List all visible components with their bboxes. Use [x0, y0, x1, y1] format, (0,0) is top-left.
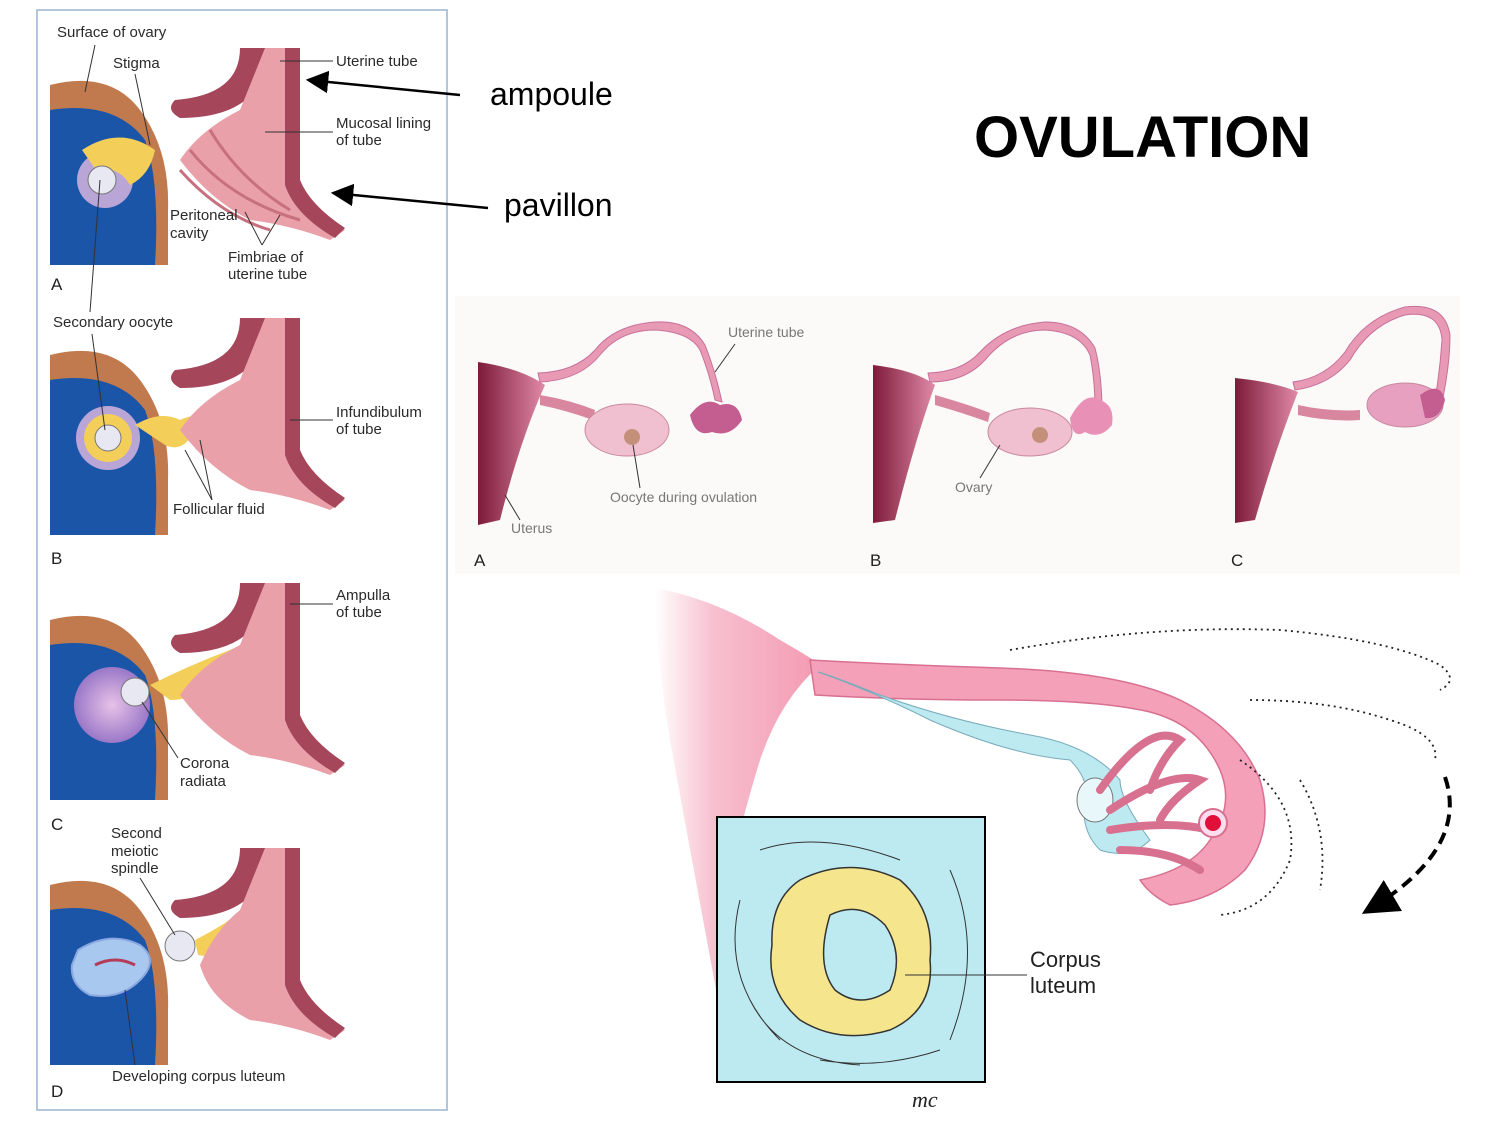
label-ovary: Ovary [955, 479, 992, 495]
oocyte-b [94, 424, 122, 452]
panel-b: Secondary oocyte Infundibulum of tube Fo… [50, 179, 422, 568]
label-peritoneal-2: cavity [170, 225, 209, 242]
corpus-luteum-lumen [822, 908, 898, 1001]
label-peritoneal-1: Peritoneal [170, 207, 238, 224]
label-fimbriae-1: Fimbriae of [228, 249, 304, 266]
tube-bend-d [171, 848, 270, 918]
tube-mucosa-c [180, 583, 345, 775]
label-corpus-luteum-2: luteum [1030, 973, 1096, 998]
uterus-b [873, 365, 935, 523]
movement-arrow [1361, 776, 1452, 914]
ampoule-arrow [305, 70, 461, 97]
stigma-bulge [82, 137, 155, 185]
label-fimbriae-2: uterine tube [228, 266, 307, 283]
stage-letter-a: A [474, 551, 486, 570]
label-infundibulum-1: Infundibulum [336, 404, 422, 421]
top-right-figure: Uterine tube Uterus Oocyte during ovulat… [455, 296, 1460, 574]
label-uterus: Uterus [511, 520, 552, 536]
annotation-pavillon: pavillon [504, 187, 613, 223]
stage-a: Uterine tube Uterus Oocyte during ovulat… [474, 321, 804, 570]
tube-wall-a [285, 48, 345, 238]
label-second-spindle-2: meiotic [111, 843, 159, 860]
oocyte-c [120, 677, 150, 707]
label-mucosal-lining-1: Mucosal lining [336, 115, 431, 132]
label-surface-of-ovary: Surface of ovary [57, 24, 167, 41]
panel-letter-a: A [51, 275, 63, 294]
label-oocyte-during-ovulation: Oocyte during ovulation [610, 489, 757, 505]
label-uterine-tube-a: Uterine tube [336, 53, 418, 70]
label-corona-1: Corona [180, 755, 230, 772]
corpus-luteum-d [70, 937, 151, 997]
oocyte-b-small [1032, 427, 1048, 443]
fimbriae-b-small [1070, 397, 1113, 435]
fimbriae-a-small [690, 401, 742, 434]
tube-bend-a [171, 48, 270, 118]
ovary-a-small [584, 403, 670, 457]
uterus-a [478, 362, 545, 525]
annotations: ampoule pavillon OVULATION [305, 70, 1311, 223]
panel-c: Ampulla of tube Corona radiata C [50, 583, 391, 834]
label-follicular-fluid: Follicular fluid [173, 501, 265, 518]
panel-d: Second meiotic spindle Developing corpus… [50, 825, 345, 1101]
annotation-ampoule: ampoule [490, 76, 613, 112]
label-mucosal-lining-2: of tube [336, 132, 382, 149]
stage-letter-b: B [870, 551, 881, 570]
tube-mucosa-d [200, 848, 345, 1040]
stage-letter-c: C [1231, 551, 1243, 570]
uterine-tube-large [809, 659, 1266, 906]
label-developing-corpus-luteum: Developing corpus luteum [112, 1068, 285, 1085]
pavillon-arrow [330, 183, 489, 210]
panel-letter-b: B [51, 549, 62, 568]
fimbriae-c-small [1420, 388, 1445, 419]
left-figure: Surface of ovary Stigma Uterine tube Muc… [36, 9, 448, 1111]
label-second-spindle-3: spindle [111, 860, 159, 877]
label-ampulla-2: of tube [336, 604, 382, 621]
label-uterine-tube-top: Uterine tube [728, 324, 804, 340]
slide-title: OVULATION [974, 105, 1311, 170]
tube-wall-c [285, 583, 345, 773]
label-ampulla-1: Ampulla [336, 587, 391, 604]
oocyte-a-small [624, 429, 640, 445]
label-corona-2: radiata [180, 773, 227, 790]
panel-a: Surface of ovary Stigma Uterine tube Muc… [50, 24, 431, 294]
label-secondary-oocyte: Secondary oocyte [53, 314, 173, 331]
tube-mucosa-a [180, 48, 345, 240]
uterus-c [1235, 378, 1298, 523]
fimbriae-large [1096, 731, 1214, 874]
tube-wall-b [285, 318, 345, 508]
tube-mucosa-b [180, 318, 345, 510]
label-infundibulum-2: of tube [336, 421, 382, 438]
stage-c: C [1231, 305, 1451, 570]
stage-b: Ovary B [870, 321, 1113, 570]
ovary-b-small [987, 407, 1073, 457]
oocyte-a [87, 165, 117, 195]
bottom-right-figure: Corpus luteum mc [655, 588, 1452, 1112]
oocyte-nucleus [1205, 815, 1221, 831]
tube-bend-c [171, 583, 270, 653]
fimbriae-a [178, 129, 301, 232]
label-corpus-luteum-1: Corpus [1030, 947, 1101, 972]
label-second-spindle-1: Second [111, 825, 162, 842]
artist-signature: mc [912, 1087, 938, 1112]
panel-letter-d: D [51, 1082, 63, 1101]
label-stigma: Stigma [113, 55, 160, 72]
tube-bend-b [171, 318, 270, 388]
tube-wall-d [285, 848, 345, 1038]
oocyte-d [164, 930, 196, 962]
uterus-large [655, 588, 820, 1000]
panel-letter-c: C [51, 815, 63, 834]
tube-a [537, 321, 723, 403]
